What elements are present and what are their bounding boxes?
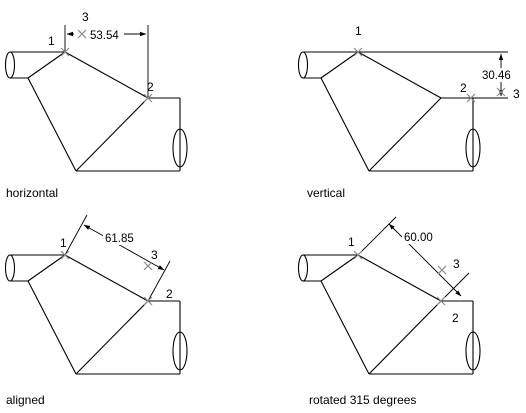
- dimension-line: [388, 223, 462, 297]
- extension-line: [64, 214, 88, 256]
- point-label-3: 3: [513, 87, 520, 101]
- point-label-3: 3: [453, 257, 460, 271]
- point-label-1: 1: [348, 235, 355, 249]
- truss-drawing: [297, 51, 481, 172]
- point-marker-2: [143, 296, 153, 306]
- truss-drawing: [4, 254, 188, 375]
- panel-vertical: 30.46 1 2 3 vertical: [297, 24, 525, 200]
- point-marker-1: [353, 250, 363, 260]
- point-marker-3: [143, 261, 153, 271]
- point-marker-2: [143, 93, 153, 103]
- point-label-2: 2: [147, 80, 154, 94]
- point-label-3: 3: [151, 248, 158, 262]
- dimension-value: 53.54: [90, 30, 119, 42]
- extension-line: [357, 216, 397, 256]
- panel-rotated: 60.00 1 2 3 rotated 315 degrees: [297, 216, 481, 407]
- point-label-1: 1: [355, 24, 362, 38]
- dimension-value: 30.46: [482, 70, 511, 82]
- caption: aligned: [6, 393, 45, 407]
- dimension-value: 61.85: [105, 233, 134, 245]
- text-mask: [402, 230, 440, 244]
- point-label-2: 2: [460, 81, 467, 95]
- point-marker-3: [496, 87, 506, 97]
- panel-horizontal: 53.54 1 2 3 horizontal: [4, 10, 188, 200]
- point-label-2: 2: [452, 311, 459, 325]
- point-marker-3: [437, 265, 447, 275]
- point-label-1: 1: [60, 236, 67, 250]
- truss-drawing: [4, 51, 188, 172]
- dimension-value: 60.00: [404, 232, 433, 244]
- point-marker-1: [60, 47, 70, 57]
- caption: horizontal: [6, 186, 58, 200]
- point-label-2: 2: [166, 287, 173, 301]
- point-label-1: 1: [48, 34, 55, 48]
- text-mask: [479, 68, 525, 82]
- point-marker-2: [436, 296, 446, 306]
- point-marker-1: [353, 47, 363, 57]
- caption: vertical: [307, 186, 345, 200]
- text-mask: [74, 27, 124, 41]
- point-marker-3: [77, 29, 87, 39]
- point-marker-1: [60, 250, 70, 260]
- point-label-3: 3: [82, 10, 89, 24]
- text-mask: [103, 231, 141, 245]
- extension-line: [147, 260, 171, 302]
- panel-aligned: 61.85 1 2 3 aligned: [4, 214, 188, 407]
- caption: rotated 315 degrees: [309, 393, 416, 407]
- extension-line: [440, 272, 470, 302]
- point-marker-2: [466, 93, 476, 103]
